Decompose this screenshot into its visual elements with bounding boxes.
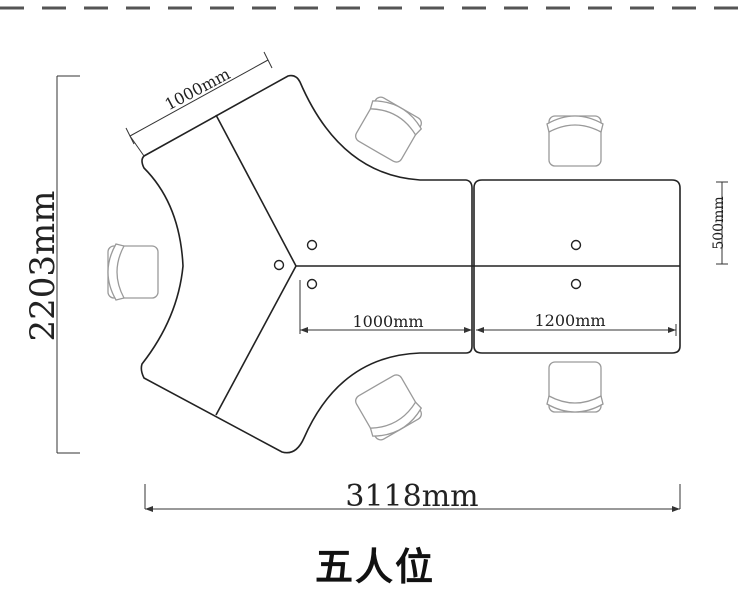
dim-label-left-length: 1000mm bbox=[352, 312, 423, 331]
dimension-lines bbox=[56, 51, 728, 510]
dim-label-arm-width: 1000mm bbox=[162, 64, 234, 114]
dim-label-desk-depth: 500mm bbox=[711, 196, 727, 249]
desk-outline-right bbox=[473, 179, 681, 354]
desk-outline-left bbox=[140, 74, 473, 454]
divider-upper bbox=[215, 114, 297, 267]
chair-icon bbox=[355, 96, 423, 163]
cable-hole bbox=[570, 278, 582, 290]
cable-hole bbox=[570, 239, 582, 251]
chairs bbox=[107, 96, 604, 441]
cable-hole bbox=[273, 259, 285, 271]
dim-label-right-length: 1200mm bbox=[534, 311, 605, 330]
chair-icon bbox=[546, 115, 604, 167]
divider-lower bbox=[215, 265, 297, 416]
chair-icon bbox=[355, 374, 423, 441]
dim-label-total-height: 2203mm bbox=[23, 190, 63, 341]
dimension-arrows bbox=[145, 327, 680, 512]
diagram-caption: 五人位 bbox=[314, 545, 435, 589]
cable-hole bbox=[306, 239, 318, 251]
chair-icon bbox=[107, 243, 159, 301]
cable-holes bbox=[273, 239, 582, 290]
three-way-desk bbox=[140, 74, 681, 454]
cable-hole bbox=[306, 278, 318, 290]
chair-icon bbox=[546, 361, 604, 413]
dim-label-total-width: 3118mm bbox=[345, 479, 478, 514]
